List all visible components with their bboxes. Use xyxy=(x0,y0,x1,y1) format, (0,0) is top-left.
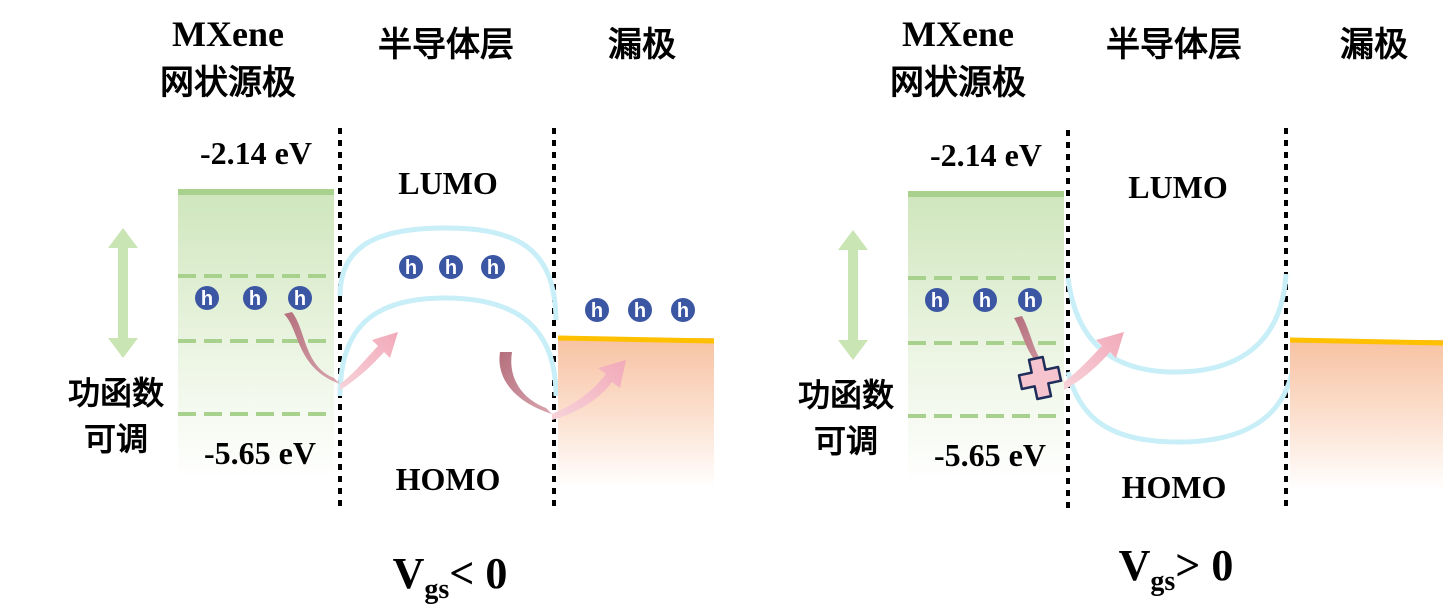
condition-relation: > 0 xyxy=(1175,541,1233,590)
work-function-line1: 功函数 xyxy=(68,374,165,412)
panel-left: MXene 网状源极 半导体层 漏极 -2.14 eV -5.65 eV 功函数… xyxy=(68,14,715,605)
homo-label: HOMO xyxy=(396,461,501,497)
homo-band-curve xyxy=(337,295,559,397)
condition-label: Vgs> 0 xyxy=(1119,541,1234,597)
double-arrow-vertical-icon xyxy=(838,230,868,360)
double-arrow-vertical-icon xyxy=(108,228,138,358)
panel-right: MXene 网状源极 半导体层 漏极 -2.14 eV -5.65 eV 功函数… xyxy=(798,14,1443,597)
hole-h-icon xyxy=(973,288,997,312)
energy-top-label: -2.14 eV xyxy=(200,135,312,171)
header-source-line1: MXene xyxy=(902,14,1014,54)
hole-h-icon xyxy=(481,255,505,279)
homo-label: HOMO xyxy=(1122,469,1227,505)
hole-extraction-arrow-light xyxy=(552,360,626,420)
svg-text:Vgs< 0: Vgs< 0 xyxy=(393,549,508,605)
lumo-band-curve xyxy=(337,225,559,321)
condition-subscript: gs xyxy=(1150,566,1175,597)
lumo-band-curve xyxy=(1065,273,1289,375)
condition-label: Vgs< 0 xyxy=(393,549,508,605)
hole-extraction-arrow-dark xyxy=(499,352,552,414)
work-function-line1: 功函数 xyxy=(798,376,895,414)
energy-top-label: -2.14 eV xyxy=(930,137,1042,173)
hole-h-icon xyxy=(925,288,949,312)
header-drain: 漏极 xyxy=(608,25,676,65)
hole-h-icon xyxy=(585,298,609,322)
header-semiconductor: 半导体层 xyxy=(378,25,514,65)
drain-fermi-level xyxy=(1289,337,1443,346)
energy-bottom-label: -5.65 eV xyxy=(934,437,1046,473)
hole-injection-arrow-light xyxy=(340,332,398,390)
hole-h-icon xyxy=(439,255,463,279)
cross-block-icon xyxy=(1017,355,1063,401)
header-source-line1: MXene xyxy=(172,14,284,54)
hole-injection-arrow-dark xyxy=(1014,316,1064,382)
header-source-line2: 网状源极 xyxy=(890,63,1026,103)
hole-h-icon xyxy=(628,298,652,322)
hole-h-icon xyxy=(1018,288,1042,312)
hole-h-icon xyxy=(399,255,423,279)
lumo-label: LUMO xyxy=(1128,169,1228,205)
mxene-band-block xyxy=(178,192,334,480)
condition-relation: < 0 xyxy=(449,549,507,598)
hole-h-icon xyxy=(671,298,695,322)
energy-bottom-label: -5.65 eV xyxy=(204,435,316,471)
work-function-line2: 可调 xyxy=(814,422,878,460)
hole-h-icon xyxy=(288,286,312,310)
hole-h-icon xyxy=(195,286,219,310)
drain-fermi-level xyxy=(557,335,715,344)
drain-fill xyxy=(1290,340,1443,490)
header-drain: 漏极 xyxy=(1340,25,1408,65)
header-semiconductor: 半导体层 xyxy=(1106,25,1242,65)
condition-subscript: gs xyxy=(424,574,449,605)
hole-injection-arrow-dark xyxy=(284,312,340,384)
header-source-line2: 网状源极 xyxy=(160,63,296,103)
lumo-label: LUMO xyxy=(398,165,498,201)
hole-h-icon xyxy=(243,286,267,310)
mxene-band-block xyxy=(908,194,1064,482)
hole-injection-arrow-light xyxy=(1064,332,1124,390)
svg-text:Vgs> 0: Vgs> 0 xyxy=(1119,541,1234,597)
condition-v: V xyxy=(1119,541,1151,590)
drain-fill xyxy=(558,338,714,488)
homo-band-curve xyxy=(1065,371,1295,445)
work-function-line2: 可调 xyxy=(84,420,148,458)
condition-v: V xyxy=(393,549,425,598)
